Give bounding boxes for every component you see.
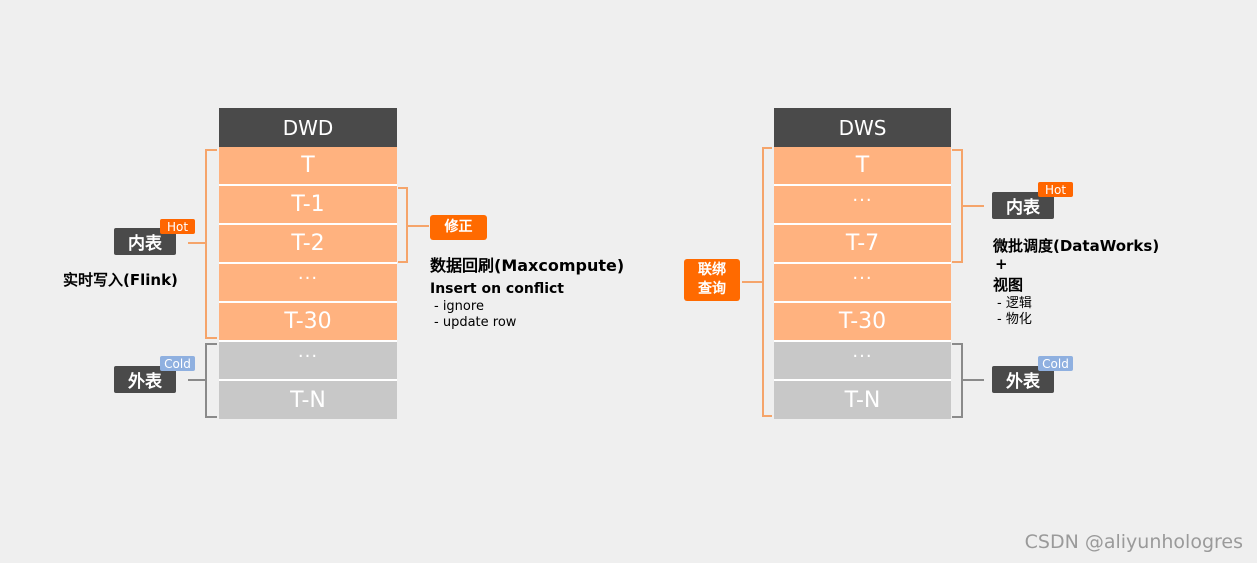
dwd-header: DWD (219, 108, 397, 147)
dws-table: DWS T ··· T-7 ··· T-30 ··· T-N (774, 108, 951, 419)
dws-federated-bracket (762, 147, 772, 417)
dwd-hot-badge: Hot (160, 219, 195, 234)
dwd-cold-bracket (205, 343, 217, 418)
dws-federated-bracket-tick (742, 281, 763, 283)
dws-outer-table-label: 外表 (992, 366, 1054, 393)
dws-row-ellipsis-1: ··· (774, 186, 951, 225)
dws-federated-query-tag: 联绑 查询 (684, 259, 740, 301)
dws-federated-tag-line1: 联绑 (698, 262, 726, 278)
dwd-cold-badge: Cold (160, 356, 195, 371)
dwd-row-t: T (219, 147, 397, 186)
dwd-conflict-update-row: - update row (434, 315, 517, 330)
dwd-row-t-2: T-2 (219, 225, 397, 264)
dwd-backfill-note: 数据回刷(Maxcompute) (430, 256, 625, 275)
dwd-row-t-30: T-30 (219, 303, 397, 342)
dwd-table: DWD T T-1 T-2 ··· T-30 ··· T-N (219, 108, 397, 419)
dws-header: DWS (774, 108, 951, 147)
dws-federated-tag-line2: 查询 (698, 281, 726, 297)
dws-row-ellipsis-cold: ··· (774, 342, 951, 381)
dws-hot-badge: Hot (1038, 182, 1073, 197)
dwd-cold-bracket-tick (188, 379, 206, 381)
dws-row-ellipsis-2: ··· (774, 264, 951, 303)
dwd-fix-tag: 修正 (430, 215, 487, 240)
dwd-hot-bracket-tick (188, 242, 206, 244)
dwd-conflict-ignore: - ignore (434, 299, 484, 314)
dws-view-title: 视图 (993, 276, 1024, 294)
dws-hot-bracket-tick (962, 205, 984, 207)
dwd-fix-bracket-tick (407, 225, 429, 227)
csdn-watermark: CSDN @aliyunhologres (1024, 531, 1243, 553)
dwd-row-t-n: T-N (219, 381, 397, 419)
dws-row-t-30: T-30 (774, 303, 951, 342)
dwd-outer-table-label: 外表 (114, 366, 176, 393)
dws-view-logical: - 逻辑 (997, 296, 1032, 311)
dwd-row-ellipsis-cold: ··· (219, 342, 397, 381)
dwd-row-t-1: T-1 (219, 186, 397, 225)
dws-view-materialized: - 物化 (997, 312, 1032, 327)
dws-plus-sign: + (995, 255, 1008, 273)
dws-schedule-note: 微批调度(DataWorks) (993, 237, 1160, 255)
dws-cold-badge: Cold (1038, 356, 1073, 371)
dwd-realtime-write-note: 实时写入(Flink) (63, 271, 178, 289)
dwd-hot-bracket (205, 149, 217, 339)
dws-row-t: T (774, 147, 951, 186)
dws-cold-bracket-tick (962, 379, 984, 381)
dws-row-t-7: T-7 (774, 225, 951, 264)
dwd-row-ellipsis-hot: ··· (219, 264, 397, 303)
dws-row-t-n: T-N (774, 381, 951, 419)
dwd-conflict-title: Insert on conflict (430, 281, 564, 297)
